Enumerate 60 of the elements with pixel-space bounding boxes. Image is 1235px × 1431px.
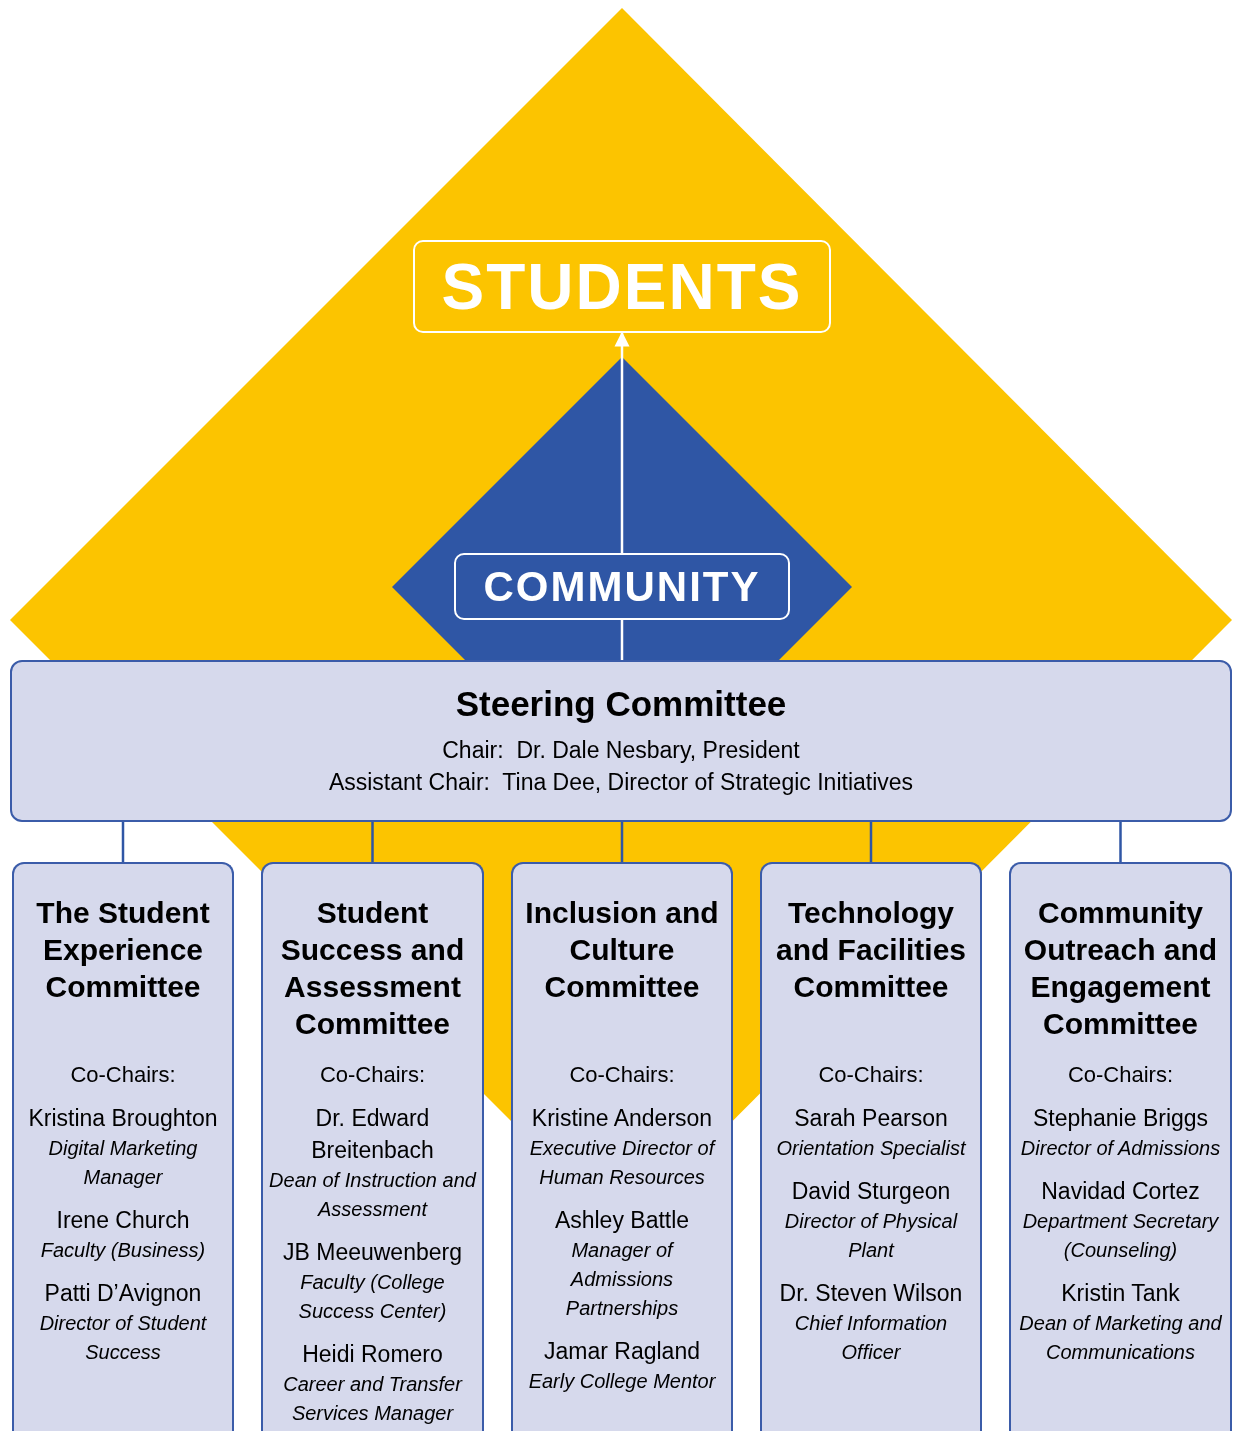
co-chairs-label: Co-Chairs: bbox=[818, 1062, 924, 1088]
connector-line bbox=[371, 822, 374, 862]
member-role: Digital Marketing Manager bbox=[47, 1136, 199, 1190]
committee-box bbox=[261, 862, 484, 1431]
committee-title: The Student Experience Committee bbox=[35, 895, 211, 1005]
member-role: Dean of Instruction and Assessment bbox=[269, 1168, 476, 1222]
label-box bbox=[454, 553, 790, 620]
member-name: Patti D’Avignon bbox=[44, 1279, 202, 1308]
member-role: Department Secretary (Counseling) bbox=[1021, 1209, 1220, 1263]
member-name: Ashley Battle bbox=[554, 1206, 690, 1235]
member-name: Stephanie Briggs bbox=[1032, 1104, 1209, 1133]
committee-box bbox=[12, 862, 234, 1431]
committee-box bbox=[760, 862, 982, 1431]
member-role: Manager of Admissions Partnerships bbox=[564, 1238, 680, 1321]
member-name: Kristine Anderson bbox=[531, 1104, 713, 1133]
member-name: Heidi Romero bbox=[302, 1340, 443, 1369]
connector-line bbox=[1119, 822, 1122, 862]
connector-line bbox=[620, 620, 624, 660]
chair-line: Chair: Dr. Dale Nesbary, President bbox=[442, 736, 800, 765]
member-role: Faculty (College Success Center) bbox=[297, 1270, 448, 1324]
connector-line bbox=[121, 822, 125, 862]
member-name: Irene Church bbox=[56, 1206, 190, 1235]
connector-line bbox=[869, 822, 873, 862]
member-name: Dr. Steven Wilson bbox=[779, 1279, 963, 1308]
member-role: Career and Transfer Services Manager bbox=[282, 1372, 464, 1426]
member-name: JB Meeuwenberg bbox=[283, 1238, 462, 1267]
heading-label: STUDENTS bbox=[441, 254, 803, 319]
co-chairs-label: Co-Chairs: bbox=[319, 1062, 426, 1088]
member-role: Dean of Marketing and Communications bbox=[1018, 1311, 1223, 1365]
arrow bbox=[614, 331, 630, 553]
box-title: Steering Committee bbox=[455, 684, 787, 724]
heading-label: COMMUNITY bbox=[483, 565, 761, 608]
member-role: Executive Director of Human Resources bbox=[528, 1136, 717, 1190]
member-role: Director of Physical Plant bbox=[783, 1209, 959, 1263]
co-chairs-label: Co-Chairs: bbox=[70, 1062, 176, 1088]
member-name: Navidad Cortez bbox=[1041, 1177, 1200, 1206]
member-name: Sarah Pearson bbox=[794, 1104, 948, 1133]
connector-line bbox=[620, 822, 624, 862]
member-role: Faculty (Business) bbox=[40, 1238, 206, 1263]
committee-title: Inclusion and Culture Committee bbox=[524, 895, 720, 1005]
co-chairs-label: Co-Chairs: bbox=[569, 1062, 675, 1088]
committee-title: Student Success and Assessment Committee bbox=[279, 895, 466, 1042]
member-name: David Sturgeon bbox=[791, 1177, 951, 1206]
member-role: Chief Information Officer bbox=[793, 1311, 949, 1365]
member-name: Dr. Edward Breitenbach bbox=[310, 1104, 435, 1165]
committee-box bbox=[1009, 862, 1232, 1431]
member-name: Kristina Broughton bbox=[28, 1104, 218, 1133]
committee-title: Community Outreach and Engagement Committee bbox=[1022, 895, 1219, 1042]
label-box bbox=[413, 240, 831, 333]
member-name: Kristin Tank bbox=[1061, 1279, 1180, 1308]
member-role: Orientation Specialist bbox=[776, 1136, 966, 1161]
steering-box bbox=[10, 660, 1232, 822]
committee-box bbox=[511, 862, 733, 1431]
member-role: Director of Student Success bbox=[38, 1311, 208, 1365]
co-chairs-label: Co-Chairs: bbox=[1067, 1062, 1174, 1088]
chair-line: Assistant Chair: Tina Dee, Director of Strategic Initiatives bbox=[328, 768, 914, 797]
member-role: Director of Admissions bbox=[1020, 1136, 1221, 1161]
member-name: Jamar Ragland bbox=[544, 1337, 700, 1366]
member-role: Early College Mentor bbox=[528, 1369, 716, 1394]
committee-title: Technology and Facilities Committee bbox=[774, 895, 968, 1005]
